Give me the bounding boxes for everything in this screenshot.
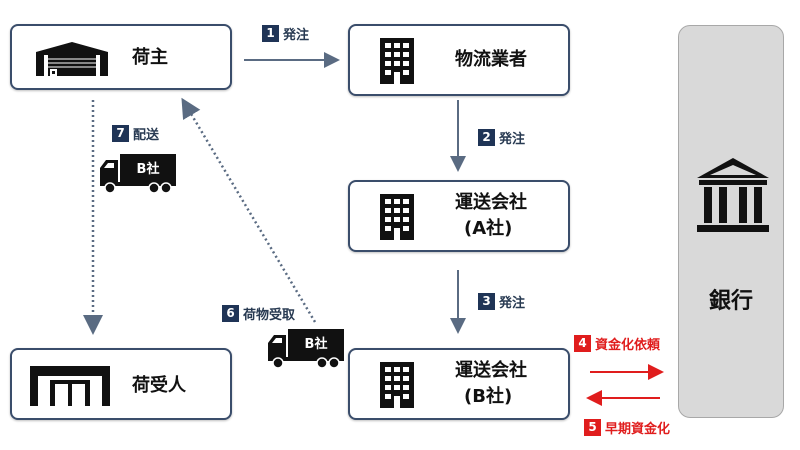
carrier-b-label-line2: (B社) <box>464 386 513 407</box>
carrier-a-label-line1: 運送会社 <box>455 192 527 213</box>
truck-label: B社 <box>137 161 160 177</box>
step-4-label: 4 資金化依頼 <box>574 334 660 353</box>
bank-panel: 銀行 <box>678 25 784 418</box>
step-5-text: 早期資金化 <box>605 422 671 437</box>
step-1-label: 1 発注 <box>262 24 309 43</box>
step-4-text: 資金化依頼 <box>595 338 661 353</box>
step-2-text: 発注 <box>499 132 526 147</box>
logistics-label: 物流業者 <box>455 49 527 70</box>
consignee-box: 荷受人 <box>10 348 232 420</box>
step-7-number: 7 <box>112 125 129 142</box>
step-5-number: 5 <box>584 419 601 436</box>
step-6-number: 6 <box>222 305 239 322</box>
step-3-label: 3 発注 <box>478 292 525 311</box>
building-icon <box>380 362 414 408</box>
step-7-label: 7 配送 <box>112 124 159 143</box>
step-1-number: 1 <box>262 25 279 42</box>
arrow-step-6 <box>181 97 317 323</box>
step-1-text: 発注 <box>283 28 310 43</box>
step-3-text: 発注 <box>499 296 526 311</box>
step-2-number: 2 <box>478 129 495 146</box>
truck-icon: B社 <box>100 154 176 194</box>
step-6-text: 荷物受取 <box>243 308 296 323</box>
carrier-b-box: 運送会社 (B社) <box>348 348 570 420</box>
bank-label: 銀行 <box>708 289 753 314</box>
logistics-box: 物流業者 <box>348 24 570 96</box>
carrier-b-label-line1: 運送会社 <box>455 360 527 381</box>
step-3-number: 3 <box>478 293 495 310</box>
shipper-label: 荷主 <box>132 47 168 68</box>
building-icon <box>380 194 414 240</box>
step-5-label: 5 早期資金化 <box>584 418 670 437</box>
step-4-number: 4 <box>574 335 591 352</box>
shipper-box: 荷主 <box>10 24 232 90</box>
truck-icon: B社 <box>268 329 344 369</box>
carrier-a-box: 運送会社 (A社) <box>348 180 570 252</box>
step-7-text: 配送 <box>133 128 160 143</box>
consignee-label: 荷受人 <box>132 375 186 396</box>
warehouse-icon <box>36 42 108 76</box>
carrier-a-label-line2: (A社) <box>464 218 513 239</box>
building-icon <box>380 38 414 84</box>
bank-icon <box>697 158 769 232</box>
step-2-label: 2 発注 <box>478 128 525 147</box>
truck-label: B社 <box>305 336 328 352</box>
shop-icon <box>30 366 110 406</box>
step-6-label: 6 荷物受取 <box>222 304 295 323</box>
